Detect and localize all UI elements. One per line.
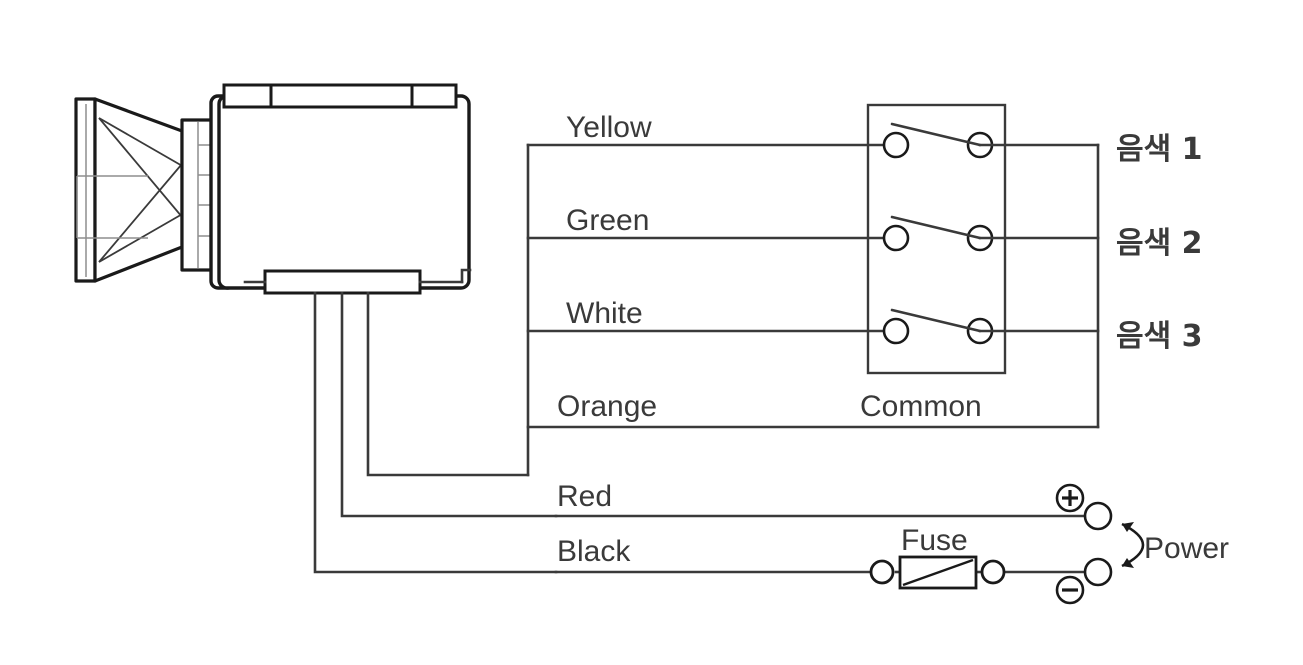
terminal-plate-bottom	[263, 269, 422, 295]
switch-2-lever	[890, 215, 982, 240]
wire-label-black: Black	[557, 535, 631, 568]
fuse-label: Fuse	[901, 524, 968, 557]
switch-3-lever	[890, 308, 982, 333]
horn-speaker-assembly	[74, 83, 471, 295]
wire-label-green: Green	[566, 204, 649, 237]
horn-flare	[76, 97, 199, 283]
switch-3-left-terminal	[882, 317, 910, 345]
wire-label-white: White	[566, 297, 643, 330]
wire-label-yellow: Yellow	[566, 111, 652, 144]
output-wires	[978, 143, 1100, 429]
signal-wire-bus	[526, 143, 1100, 477]
output-label-1: 음색 1	[1116, 132, 1203, 167]
minus-icon	[1055, 575, 1085, 605]
horn-mouth-flange	[74, 97, 97, 283]
power-label: Power	[1144, 532, 1229, 565]
switch-3[interactable]	[882, 308, 994, 345]
common-label: Common	[860, 390, 982, 423]
plus-icon	[1055, 483, 1085, 513]
fuse-element	[902, 558, 974, 587]
wire-path-orange	[366, 291, 530, 477]
fuse-right-terminal	[980, 559, 1006, 585]
driver-body	[217, 94, 471, 290]
switch-1-left-terminal	[882, 131, 910, 159]
wire-label-red: Red	[557, 480, 612, 513]
power-arrow-icon	[1121, 522, 1145, 568]
power-positive-terminal	[1083, 501, 1113, 531]
power-section	[554, 483, 1145, 605]
wire-path-red	[340, 291, 558, 518]
power-negative-terminal	[1083, 557, 1113, 587]
wire-path-black	[313, 291, 558, 574]
output-label-3: 음색 3	[1116, 319, 1203, 354]
switch-1[interactable]	[882, 122, 994, 159]
horn-throat	[180, 118, 216, 272]
fuse-left-terminal	[869, 559, 895, 585]
output-label-2: 음색 2	[1116, 226, 1203, 261]
labels: Yellow Green White Orange Red Black Comm…	[557, 111, 1229, 568]
switch-2[interactable]	[882, 215, 994, 252]
mounting-bracket-top	[222, 83, 458, 109]
fuse-body	[898, 555, 978, 590]
switch-2-left-terminal	[882, 224, 910, 252]
wire-harness	[243, 268, 558, 574]
switch-1-lever	[890, 122, 982, 147]
wire-label-orange: Orange	[557, 390, 657, 423]
